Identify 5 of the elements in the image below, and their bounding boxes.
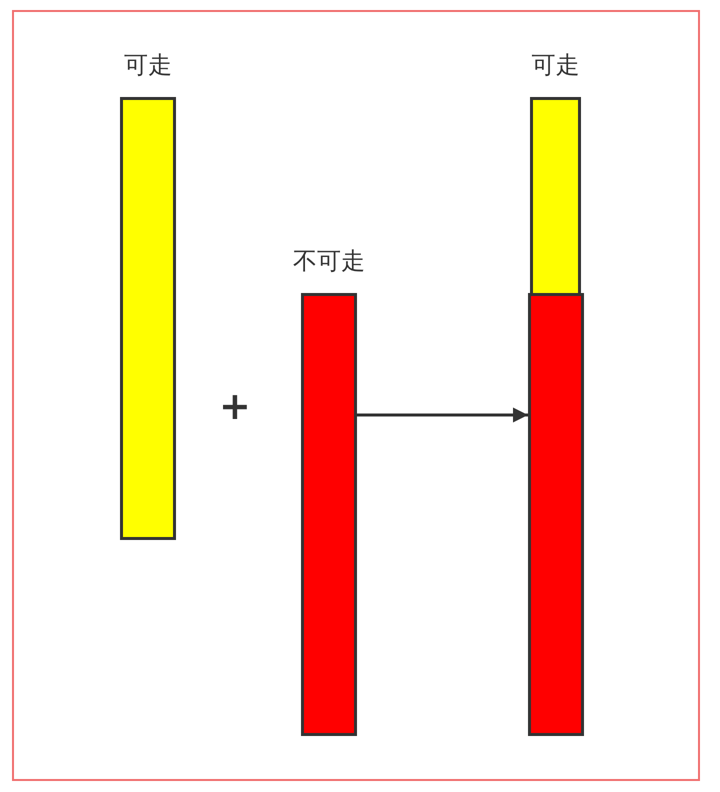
arrow <box>357 408 528 422</box>
bar-label: 可走 <box>124 50 172 81</box>
bar-label: 可走 <box>532 50 580 81</box>
bar-label: 不可走 <box>293 246 365 277</box>
plus-sign: + <box>219 386 251 426</box>
